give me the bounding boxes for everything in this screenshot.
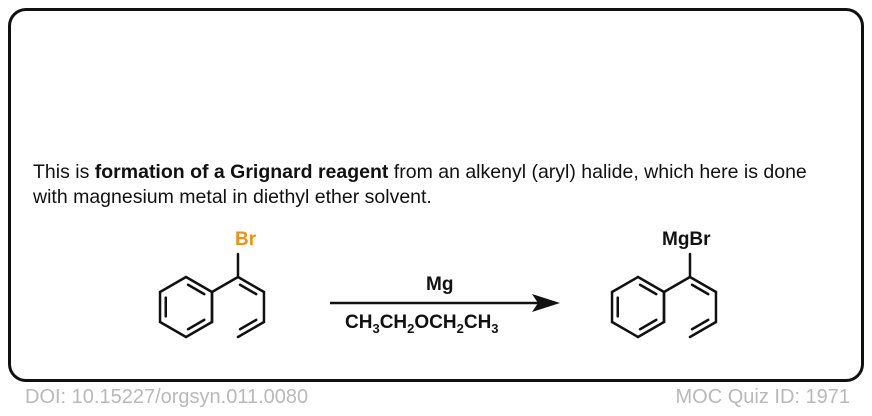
ring-bond (688, 275, 718, 294)
double-bond-line (186, 318, 206, 331)
ring-bond (184, 275, 214, 294)
doi-text: DOI: 10.15227/orgsyn.011.0080 (25, 386, 309, 408)
ring-bond (158, 320, 188, 339)
solvent-subscript: 2 (407, 320, 415, 336)
double-bond-line (186, 283, 206, 296)
desc-suffix: from an alkenyl (aryl) halide, which her… (33, 161, 807, 208)
question-card (8, 8, 864, 382)
ring-bond (688, 320, 718, 339)
desc-bold: formation of a Grignard reagent (94, 161, 389, 183)
solvent-label: CH3CH2OCH2CH3 (345, 312, 499, 336)
quiz-id-text: MOC Quiz ID: 1971 (675, 386, 850, 408)
reagent-label: Mg (426, 274, 454, 295)
reaction-arrow-head (532, 294, 560, 312)
solvent-text: CH (463, 312, 492, 333)
solvent-text: CH (345, 312, 373, 333)
reactant-bromine-label: Br (235, 229, 257, 250)
product-substituent-label: MgBr (662, 229, 711, 250)
ring-bond (210, 275, 240, 294)
ring-bond (636, 320, 666, 339)
ring-bond (236, 320, 266, 339)
description-text: This is formation of a Grignard reagent … (33, 160, 833, 210)
double-bond-line (238, 318, 258, 331)
double-bond-line (638, 283, 658, 296)
solvent-subscript: 3 (491, 320, 499, 336)
solvent-subscript: 2 (456, 320, 464, 336)
double-bond-line (690, 283, 710, 296)
ring-bond (610, 275, 640, 294)
ring-bond (610, 320, 640, 339)
product-naphthalene (610, 252, 718, 339)
ring-bond (184, 320, 214, 339)
double-bond-line (690, 318, 710, 331)
ring-bond (236, 275, 266, 294)
reactant-naphthalene (158, 252, 266, 339)
solvent-subscript: 3 (372, 320, 380, 336)
desc-prefix: This is (33, 161, 95, 183)
solvent-text: OCH (414, 312, 457, 333)
double-bond-line (238, 283, 258, 296)
ring-bond (636, 275, 666, 294)
ring-bond (662, 275, 692, 294)
double-bond-line (638, 318, 658, 331)
solvent-text: CH (379, 312, 408, 333)
ring-bond (158, 275, 188, 294)
